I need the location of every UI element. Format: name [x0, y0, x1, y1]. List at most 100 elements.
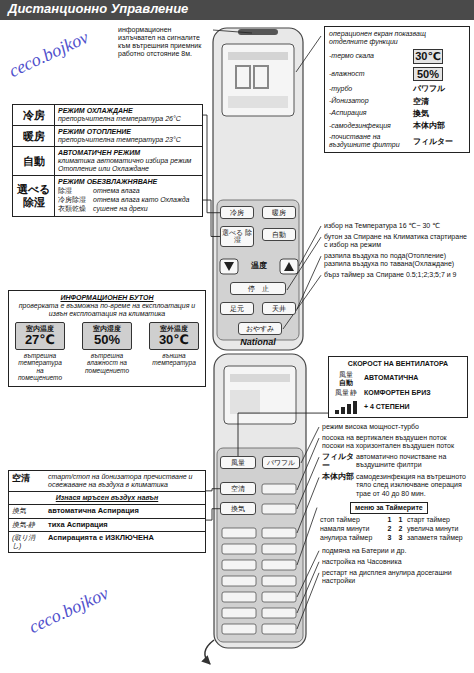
watermark: ceco.bojkov — [6, 16, 116, 82]
lcd-segment — [228, 52, 288, 60]
remote-button: 自動 — [262, 228, 296, 241]
text-group: -термо скала30℃-влажност50%-турбоパワフル-Йо… — [329, 49, 465, 149]
node-text: операционен екран показващ отделните фун… — [329, 30, 465, 46]
node-text: 3 — [396, 534, 405, 542]
node-text: -почистване на въздушните филтри — [329, 133, 410, 149]
node-text: 30℃ — [151, 333, 197, 347]
node-text: 冷房除湿 — [58, 196, 90, 204]
callout-text: режим висока мощност-турбо — [322, 423, 470, 431]
lcd-digit — [254, 66, 268, 88]
node-text: 天井 — [264, 305, 294, 312]
node-text: 1 — [396, 516, 405, 524]
mode-row: 冷房РЕЖИМ ОХЛАЖДАНЕпрепоръчителна температ… — [12, 104, 203, 126]
blank-button — [262, 624, 296, 634]
mode-row: 暖房РЕЖИМ ОТОПЛЕНИЕпрепоръчителна температ… — [12, 125, 203, 147]
leader-line — [297, 256, 321, 309]
blank-button — [262, 592, 296, 602]
leader-connector — [203, 200, 220, 236]
remote-button: おやすみ — [238, 322, 282, 335]
blank-button — [222, 576, 256, 586]
ionizer-ventilation-box: 空清старт/стоп на йонизатора пречистване и… — [8, 470, 206, 553]
leader-connector — [206, 489, 220, 491]
node-text: препоръчителна температура 23°C — [58, 136, 199, 144]
blank-button — [222, 608, 256, 618]
node-text: 本体内部 — [413, 121, 465, 130]
text-group: РЕЖИМ ОБЕЗВЛАЖНЯВАНЕ除湿отнема влага冷房除湿от… — [55, 176, 202, 215]
watermark: ceco.bojkov — [26, 572, 136, 638]
text-group: 風量 静КОМФОРТЕН БРИЗ — [333, 389, 463, 397]
node-text: + 4 СТЕПЕНИ — [364, 403, 409, 411]
node-text: -влажност — [329, 70, 410, 78]
node-text: 自動 — [333, 379, 359, 386]
node-text: -турбо — [329, 85, 410, 93]
page-title: Дистанционно Управление — [8, 2, 188, 17]
node-text: РЕЖИМ ОТОПЛЕНИЕ — [58, 128, 199, 136]
node-text: 停 止 — [232, 285, 284, 292]
lcd-digit — [236, 66, 250, 88]
text-group: 室内湿度50% — [82, 322, 132, 350]
node-text: 空清 — [222, 485, 254, 492]
remote-button: 空清 — [220, 482, 256, 495]
remote-closed — [213, 28, 303, 350]
node-text: 選べる 除湿 — [222, 229, 252, 244]
open-panel — [217, 448, 303, 642]
callout-text: подмяна на Батерии и др. — [322, 547, 470, 555]
callout-text: избор на Температура 16 ℃~ 30 ℃ — [324, 222, 470, 230]
node-text: вътрешна влажност на помещението — [82, 352, 132, 374]
node-text: 足元 — [222, 305, 252, 312]
text-group: 自動 — [13, 147, 55, 175]
node-text: 選べる 除湿 — [15, 183, 52, 208]
fan-bar — [347, 404, 351, 414]
timer-menu: меню за Таймеритестоп таймер11старт тайм… — [320, 502, 470, 542]
leader-line — [296, 36, 321, 72]
blank-button — [262, 608, 296, 618]
remote-button: 停 止 — [230, 282, 286, 295]
small-buttons — [222, 484, 296, 634]
temp-down-button — [220, 259, 238, 274]
remote-open — [205, 354, 306, 664]
node-text: АВТОМАТИЧНА — [364, 374, 418, 382]
node-text: вътрешна температура на помещението — [15, 352, 65, 382]
mode-row: 選べる 除湿РЕЖИМ ОБЕЗВЛАЖНЯВАНЕ除湿отнема влага… — [12, 175, 203, 216]
blank-button — [222, 624, 256, 634]
remote-button: 風量 — [220, 456, 256, 469]
leader-connector — [206, 509, 220, 520]
callout-text: бутон за Спиране на Климатика стартиране… — [324, 233, 470, 249]
fan-bar — [353, 401, 357, 414]
blank-button — [262, 560, 296, 570]
text-group: 室外温度30℃ — [149, 322, 199, 350]
info-panel: ИНФОРМАЦИОНЕН БУТОНпроверката е възможна… — [8, 290, 206, 387]
lcd-readout: 室内湿度50%вътрешна влажност на помещението — [82, 322, 132, 374]
node-text: анулира таймер — [320, 534, 383, 542]
text-group: РЕЖИМ ОТОПЛЕНИЕпрепоръчителна температур… — [55, 126, 202, 146]
node-text: 換気 — [9, 504, 45, 518]
text-group: 暖房 — [13, 126, 55, 146]
open-cover-arrow — [205, 640, 214, 664]
leader-line — [297, 551, 319, 597]
blank-button — [262, 484, 296, 494]
node-text: запаметя таймер — [407, 534, 470, 542]
fan-level-icon — [333, 400, 359, 414]
leader-line — [297, 457, 319, 509]
brand-name: National — [222, 337, 294, 347]
node-text: отнема влага — [93, 187, 199, 195]
node-text: (取り消し) — [9, 531, 45, 552]
node-text: РЕЖИМ ОХЛАЖДАНЕ — [58, 107, 199, 115]
node-text: -Аспирация — [329, 109, 410, 117]
lcd-segment — [230, 390, 260, 414]
node-text: 27℃ — [17, 333, 63, 347]
fan-bar — [341, 407, 345, 414]
leader-line — [297, 573, 319, 629]
text-group: + 4 СТЕПЕНИ — [333, 400, 463, 414]
callout-text: посока на вертикален въздушен поток посо… — [322, 434, 470, 450]
lcd-readout: 室内温度27℃вътрешна температура на помещение… — [15, 322, 65, 382]
node-text: 風量 — [222, 459, 254, 466]
node-text: 50% — [413, 67, 443, 82]
fan-bar — [335, 410, 339, 414]
leader-connector — [203, 115, 220, 213]
text-group: АВТОМАТИЧЕН РЕЖИМклиматика автоматично и… — [55, 147, 202, 175]
text-group: 除湿отнема влага冷房除湿отнема влага като Охла… — [58, 187, 199, 213]
callout-text: бърз таймер за Спиране 0.5;1;2;3;5;7 и 9 — [324, 271, 470, 279]
blank-button — [222, 592, 256, 602]
node-text: パワフル — [264, 459, 298, 466]
